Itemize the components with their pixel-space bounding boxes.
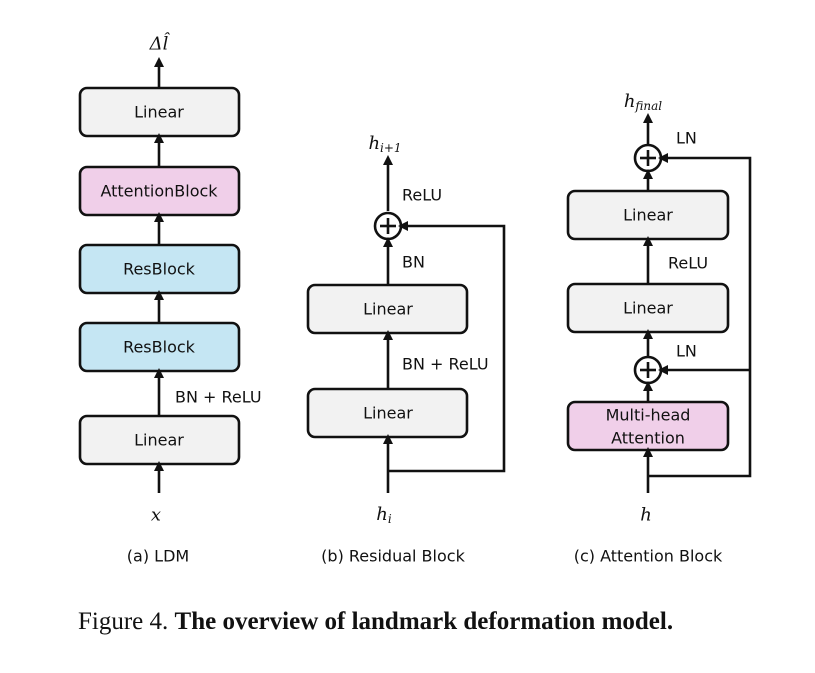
attention-mha-label-line2: Attention — [611, 429, 685, 448]
figure-title: The overview of landmark deformation mod… — [174, 608, 674, 635]
attention-panel: hfinal LN Linear ReLU Linear LN Multi-he… — [566, 91, 752, 566]
ldm-input-label: x — [151, 505, 161, 526]
ldm-attentionblock-label: AttentionBlock — [100, 182, 218, 201]
residual-output-label: hi+1 — [368, 133, 401, 156]
figure-number: Figure 4. — [78, 608, 169, 635]
residual-bn-label: BN — [402, 253, 425, 272]
ldm-linear-top-label: Linear — [134, 103, 184, 122]
attention-ln-bottom-label: LN — [676, 342, 697, 361]
attention-add-top-icon — [633, 143, 663, 173]
figure-caption: Figure 4. The overview of landmark defor… — [78, 608, 673, 636]
residual-add-icon — [373, 211, 403, 241]
residual-linear-bottom-label: Linear — [363, 404, 413, 423]
attention-ln-top-label: LN — [676, 129, 697, 148]
ldm-linear-bottom-label: Linear — [134, 431, 184, 450]
architecture-diagram: Δl̂ Linear AttentionBlock ResBlock ResBl… — [78, 32, 752, 566]
residual-input-label: hi — [376, 504, 392, 527]
residual-relu-label: ReLU — [402, 186, 442, 205]
ldm-resblock-top-label: ResBlock — [123, 260, 196, 279]
attention-relu-label: ReLU — [668, 254, 708, 273]
ldm-panel: Δl̂ Linear AttentionBlock ResBlock ResBl… — [78, 32, 262, 566]
attention-caption: (c) Attention Block — [574, 547, 723, 566]
ldm-resblock-bottom-label: ResBlock — [123, 338, 196, 357]
attention-mha-label-line1: Multi-head — [606, 406, 691, 425]
residual-caption: (b) Residual Block — [321, 547, 465, 566]
attention-linear-mid-label: Linear — [623, 299, 673, 318]
attention-output-label: hfinal — [624, 91, 662, 114]
residual-linear-top-label: Linear — [363, 300, 413, 319]
ldm-caption: (a) LDM — [127, 547, 189, 566]
attention-skip-outer — [648, 153, 752, 478]
residual-bn-relu-label: BN + ReLU — [402, 355, 489, 374]
attention-linear-top-label: Linear — [623, 206, 673, 225]
ldm-bn-relu-label: BN + ReLU — [175, 388, 262, 407]
attention-input-label: h — [640, 505, 652, 526]
ldm-output-label: Δl̂ — [149, 32, 171, 55]
residual-panel: hi+1 ReLU BN Linear BN + ReLU Linear hi … — [306, 133, 506, 566]
attention-add-bottom-icon — [633, 355, 663, 385]
residual-skip-connection — [388, 221, 506, 473]
